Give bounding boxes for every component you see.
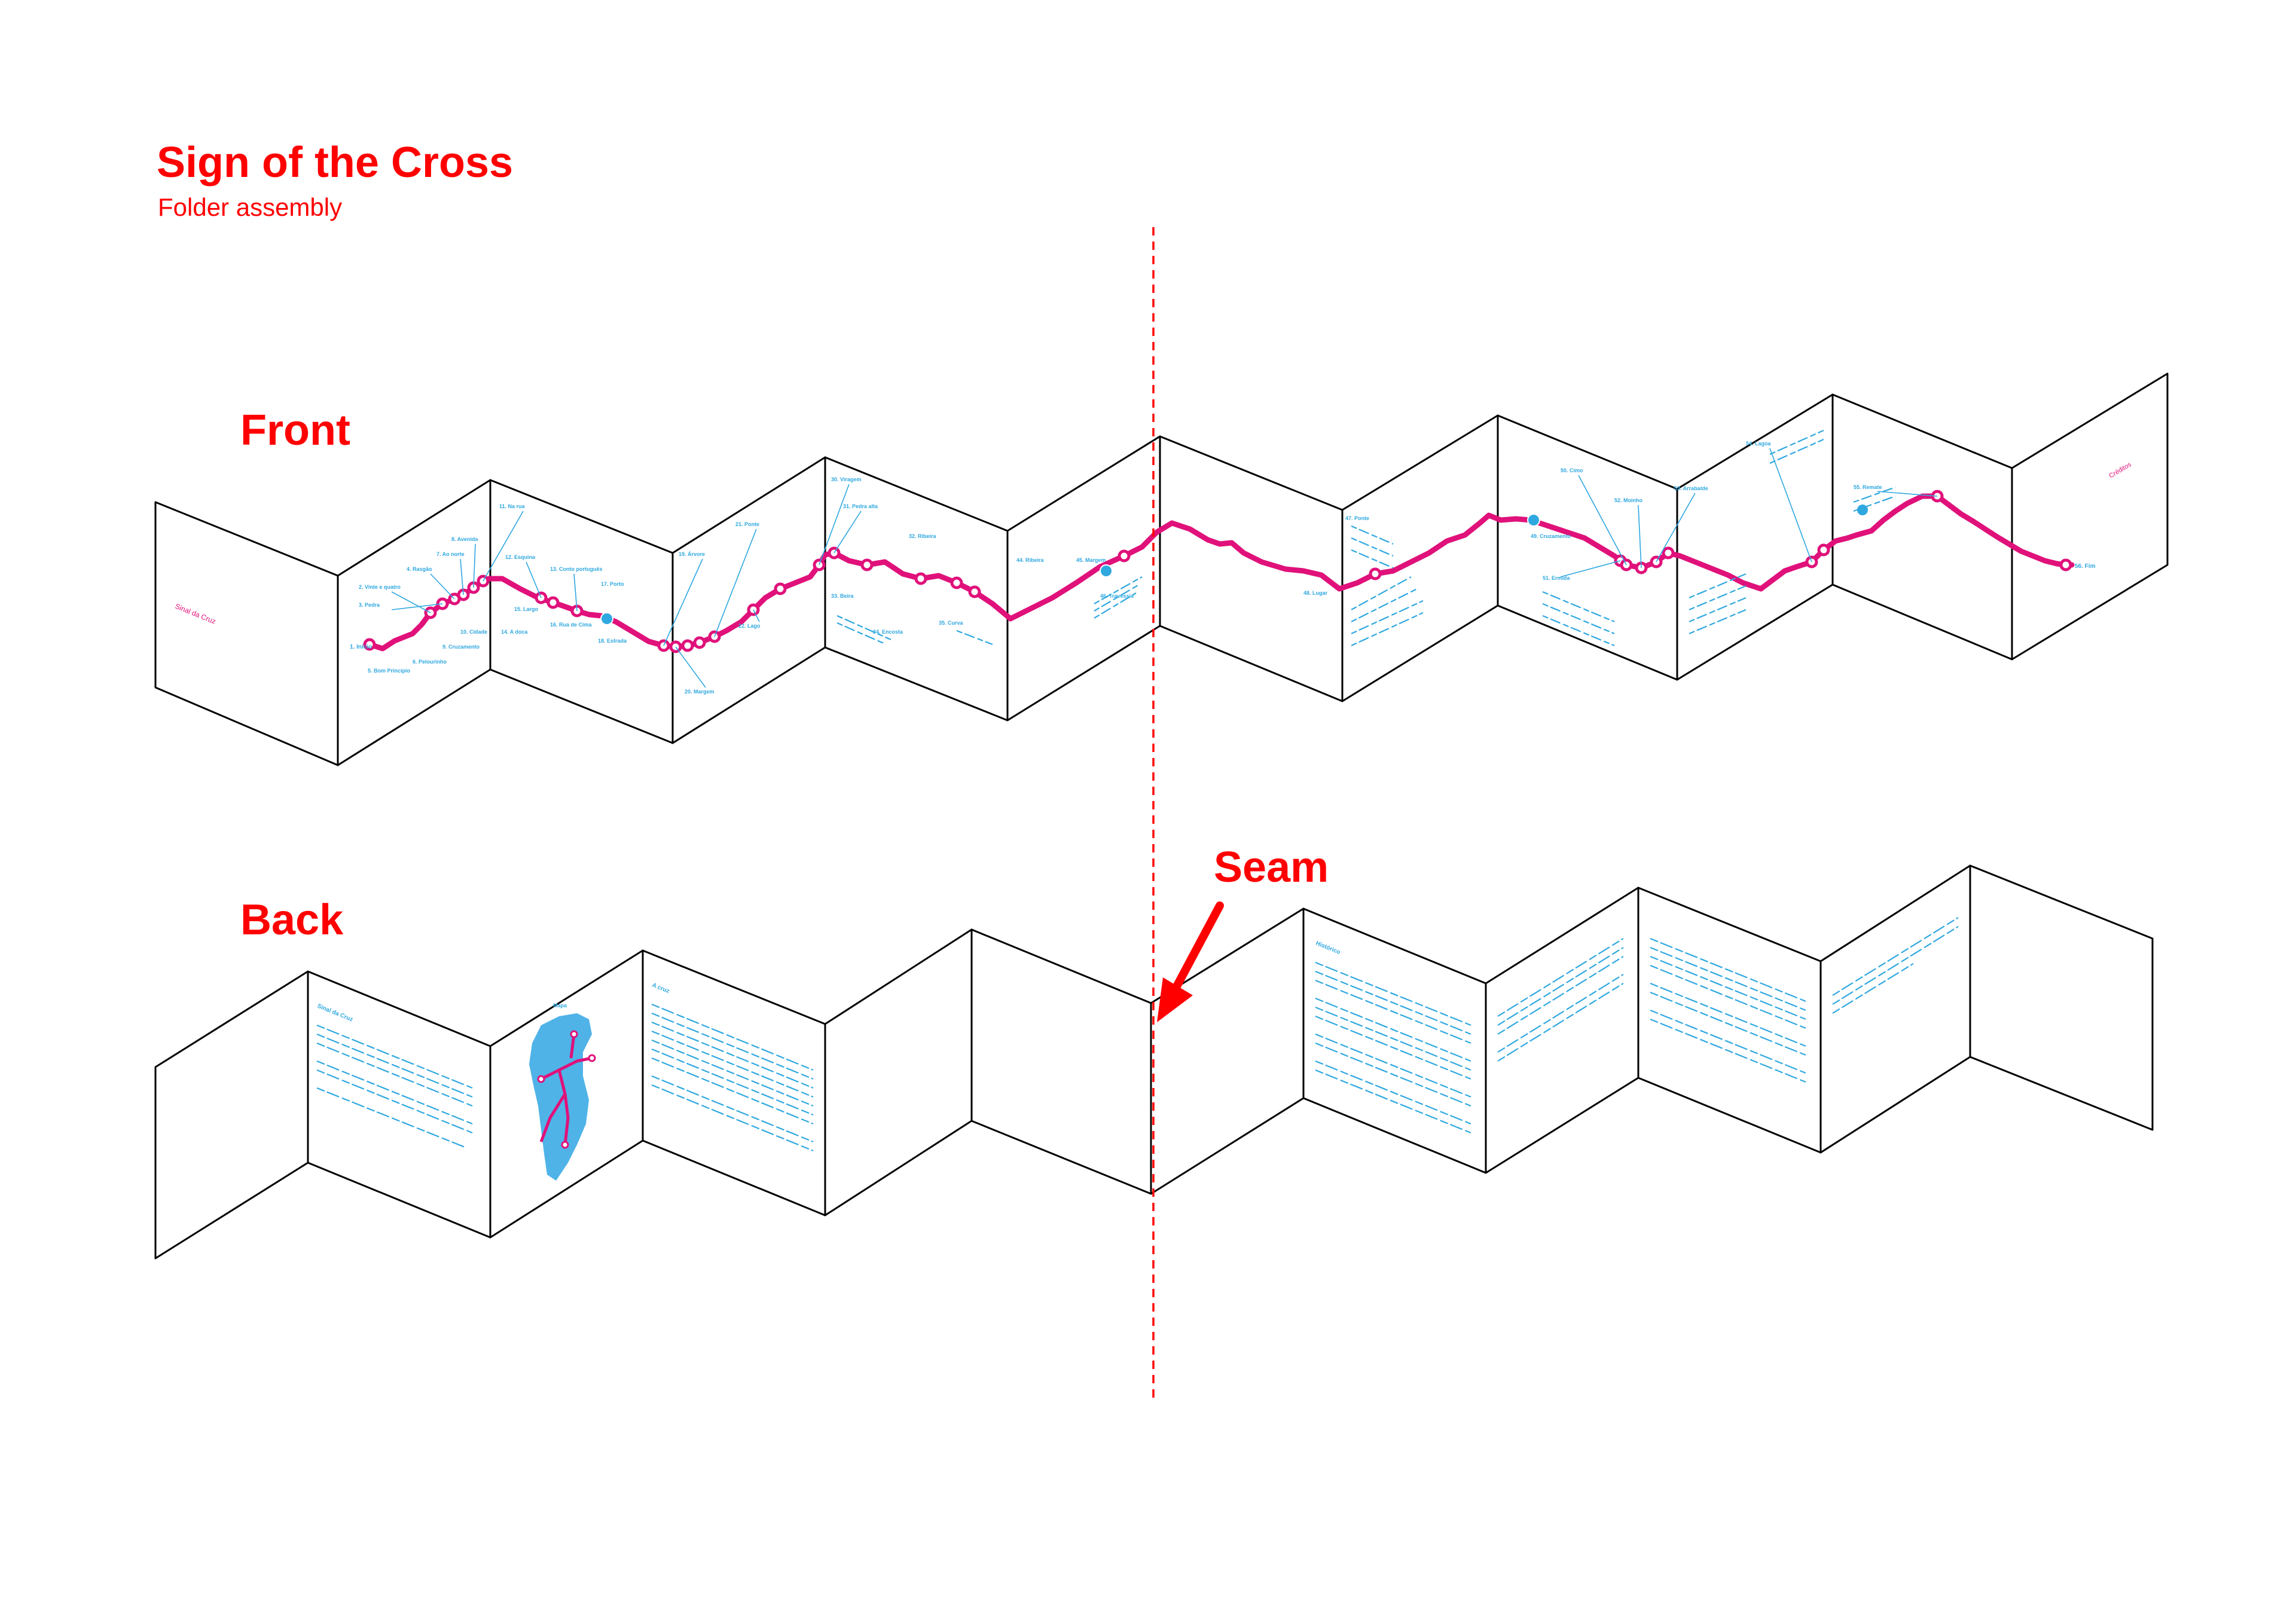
route-note: 44. Ribeira [1016,557,1045,563]
map-region [529,1013,592,1181]
back-panel-7 [1150,907,1305,1195]
route-note: 54. Lagoa [1746,441,1772,447]
route-label: 8. Avenida [451,536,478,542]
back-panel-11 [1819,864,1971,1154]
back-panel-6 [970,928,1152,1195]
back-strip: Sinal da Cruz A cruz Histórico [154,864,2154,1260]
route-label: 7. Ao norte [436,551,465,557]
route-note: 48. Lugar [1303,590,1328,596]
seam-label: Seam [1214,843,1329,891]
route-label: 16. Rua de Cima [550,622,593,628]
route-line [367,493,2075,652]
route-label: 3. Pedra [359,602,380,608]
back-label: Back [240,896,344,944]
route-label: 15. Largo [514,606,539,612]
back-panel-12 [1969,864,2154,1131]
route-label: 11. Na rua [499,503,526,509]
route-leader-lines [391,448,1938,688]
route-note: 55. Remate [1854,484,1882,490]
route-label: 22. Lago [738,623,761,629]
route-label-group: 2. Vinte e quatro 3. Pedra 4. Rasgão 5. … [359,503,761,695]
route-note: 46. Travessia [1100,593,1134,599]
route-note: 31. Pedra alta [843,503,878,509]
front-panel-4 [671,456,826,744]
route-label: 13. Conto português [550,566,603,572]
route-label: 4. Rasgão [407,566,432,572]
route-label: 6. Pelourinho [413,659,447,665]
page-subtitle: Folder assembly [158,193,343,221]
route-note: 45. Margem [1076,557,1106,563]
front-panel-9 [1497,414,1678,681]
route-note: 53. Arrabalde [1674,485,1708,491]
back-panel-10 [1637,887,1822,1154]
back-map: Mapa [529,1002,596,1181]
front-panel-2 [337,479,491,766]
route-note: 33. Beira [831,593,854,599]
route-label: 14. A doca [501,629,528,635]
route-note: 52. Moinho [1614,497,1643,503]
front-panel-5 [824,456,1009,722]
route-blue-markers [600,503,1869,625]
map-heading: Mapa [553,1002,567,1008]
route-note: 47. Ponte [1345,515,1369,521]
route-label: 17. Porto [601,581,624,587]
route-note: 35. Curva [939,620,964,626]
route-note: 51. Ermida [1543,575,1571,581]
route-label: 20. Margem [685,689,715,695]
route-note-group: 30. Viragem 31. Pedra alta 32. Ribeira 3… [831,441,1882,635]
route-end-label: 56. Fim [2075,563,2096,570]
route-label: 18. Estrada [598,638,627,644]
front-label: Front [240,406,350,454]
front-panel-12 [2011,372,2169,661]
map-route [539,1034,593,1145]
front-panel-1 [154,501,339,766]
back-panel-1 [154,970,309,1260]
route-note: 50. Cimo [1561,467,1583,473]
back-panel-9 [1485,887,1639,1174]
route-label: 19. Árvore [679,551,705,557]
route-label: 12. Esquina [505,554,536,560]
front-panel-10 [1676,393,1834,681]
route-label: 9. Cruzamento [442,644,480,650]
front-strip: Sinal da Cruz Créditos [154,372,2169,766]
route-note: 32. Ribeira [909,533,937,539]
route-start-label: 1. Início [350,644,372,650]
route-note: 49. Cruzamento [1531,533,1571,539]
back-text-blocks [316,917,1959,1152]
route-label: 21. Ponte [735,521,759,527]
route-label: 10. Cidade [460,629,487,635]
route-note: 34. Encosta [873,629,903,635]
back-panel-5 [824,928,973,1217]
route-label: 2. Vinte e quatro [359,584,401,590]
front-text-blocks [836,429,1896,647]
seam-arrow-icon [1157,901,1224,1022]
route-label: 5. Bom Princípio [368,668,411,674]
front-panel-7 [1159,435,1344,702]
route-note: 30. Viragem [831,476,861,482]
page-title: Sign of the Cross [157,139,514,187]
